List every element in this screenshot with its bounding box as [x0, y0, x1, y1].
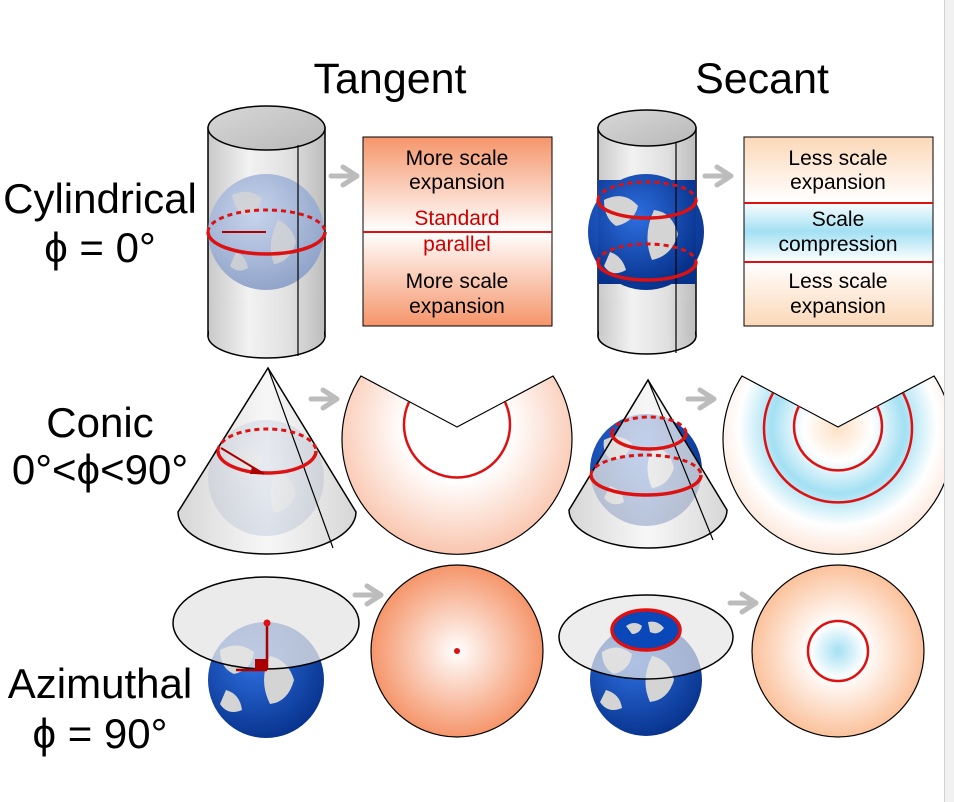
row-phi-cylindrical: ϕ = 0° — [44, 224, 156, 271]
arrow-right-icon — [311, 390, 337, 408]
arrow-right-icon — [355, 586, 381, 604]
tan-map-bottom-line1: More scale — [406, 270, 509, 293]
conic-tangent-map — [341, 375, 573, 555]
azimuthal-secant-map — [751, 564, 925, 738]
sec-map-bottom-line2: expansion — [790, 295, 886, 318]
arrow-right-icon — [688, 390, 714, 408]
secant-azimuthal-figure — [558, 594, 734, 736]
tan-map-std-line1: Standard — [414, 207, 499, 230]
tan-map-top-line1: More scale — [406, 147, 509, 170]
row-label-conic: Conic — [46, 399, 153, 446]
row-label-cylindrical: Cylindrical — [3, 175, 197, 222]
column-heading-tangent: Tangent — [313, 55, 466, 103]
row-phi-conic: 0°<ϕ<90° — [12, 446, 188, 493]
sec-map-mid-line2: compression — [778, 233, 897, 256]
row-label-azimuthal: Azimuthal — [8, 660, 192, 707]
arrow-right-icon — [730, 594, 756, 612]
tangent-azimuthal-figure — [172, 576, 360, 738]
arrow-right-icon — [331, 167, 357, 185]
tan-map-top-line2: expansion — [409, 171, 505, 194]
tangent-cylinder-figure — [206, 105, 327, 359]
sec-map-bottom-line1: Less scale — [788, 270, 887, 293]
tangent-cone-figure — [177, 366, 357, 555]
arrow-right-icon — [705, 167, 731, 185]
sec-map-top-line2: expansion — [790, 171, 886, 194]
tan-map-bottom-line2: expansion — [409, 295, 505, 318]
tan-map-std-line2: parallel — [423, 233, 491, 256]
secant-cylinder-figure — [588, 109, 704, 355]
azimuthal-tangent-map — [370, 564, 544, 738]
secant-cone-figure — [568, 378, 728, 549]
sec-map-mid-line1: Scale — [812, 208, 865, 231]
row-phi-azimuthal: ϕ = 90° — [33, 710, 168, 757]
sec-map-top-line1: Less scale — [788, 147, 887, 170]
cylindrical-secant-map: Less scale expansion Scale compression L… — [743, 136, 934, 327]
conic-secant-map — [722, 375, 944, 555]
column-heading-secant: Secant — [695, 55, 829, 103]
cylindrical-tangent-map: More scale expansion Standard parallel M… — [362, 136, 553, 327]
vertical-scrollbar[interactable] — [944, 0, 954, 802]
